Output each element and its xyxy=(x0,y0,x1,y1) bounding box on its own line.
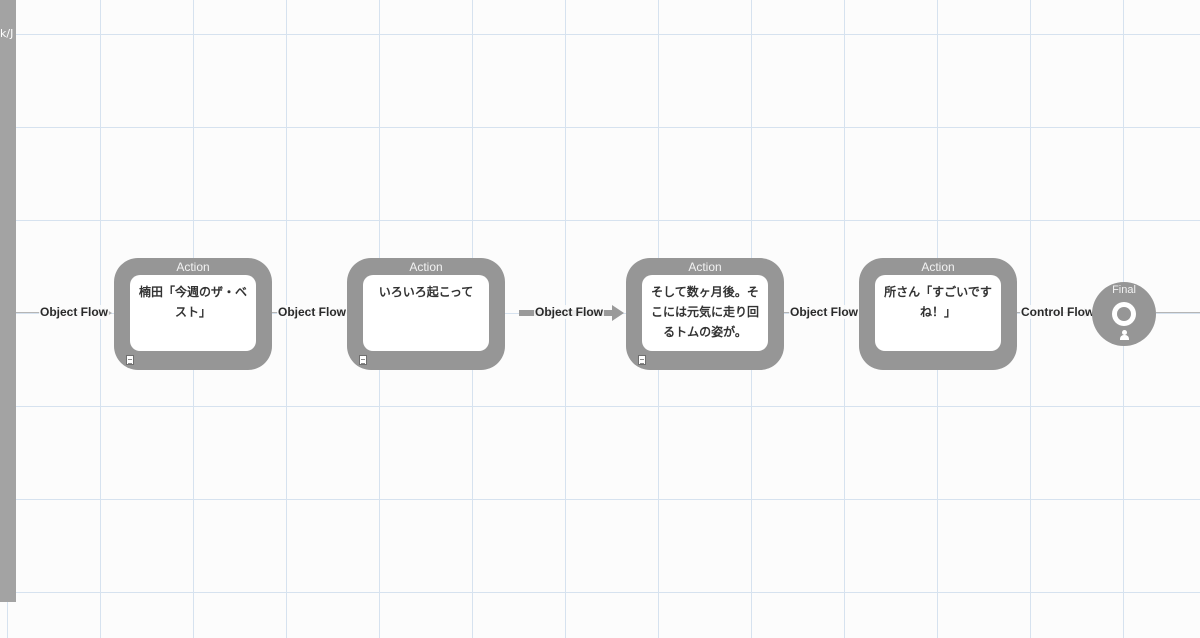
action-stereotype: Action xyxy=(921,260,955,274)
final-node[interactable]: Final xyxy=(1092,282,1156,346)
document-icon[interactable] xyxy=(126,355,134,365)
flow-arrowhead-3 xyxy=(612,305,624,321)
person-icon xyxy=(1120,330,1129,340)
action-stereotype: Action xyxy=(176,260,210,274)
action-text[interactable]: いろいろ起こって xyxy=(363,275,489,351)
action-text[interactable]: そして数ヶ月後。そこには元気に走り回るトムの姿が。 xyxy=(642,275,768,351)
final-node-dot xyxy=(1117,307,1131,321)
document-icon[interactable] xyxy=(359,355,367,365)
swimlane-partition[interactable] xyxy=(0,0,16,602)
action-node-3[interactable]: Action そして数ヶ月後。そこには元気に走り回るトムの姿が。 xyxy=(626,258,784,370)
action-node-2[interactable]: Action いろいろ起こって xyxy=(347,258,505,370)
final-node-label: Final xyxy=(1112,284,1136,296)
flow-line-6[interactable] xyxy=(1156,312,1200,313)
flow-label-3[interactable]: Object Flow xyxy=(534,305,605,319)
flow-label-1[interactable]: Object Flow xyxy=(39,305,110,319)
document-icon[interactable] xyxy=(638,355,646,365)
flow-label-2[interactable]: Object Flow xyxy=(277,305,348,319)
action-text[interactable]: 楠田「今週のザ・ベスト」 xyxy=(130,275,256,351)
action-node-1[interactable]: Action 楠田「今週のザ・ベスト」 xyxy=(114,258,272,370)
action-stereotype: Action xyxy=(409,260,443,274)
flow-label-5[interactable]: Control Flow xyxy=(1020,305,1096,319)
flow-label-4[interactable]: Object Flow xyxy=(789,305,860,319)
action-stereotype: Action xyxy=(688,260,722,274)
action-node-4[interactable]: Action 所さん「すごいですね！」 xyxy=(859,258,1017,370)
action-text[interactable]: 所さん「すごいですね！」 xyxy=(875,275,1001,351)
swimlane-label: k/J xyxy=(0,27,14,40)
